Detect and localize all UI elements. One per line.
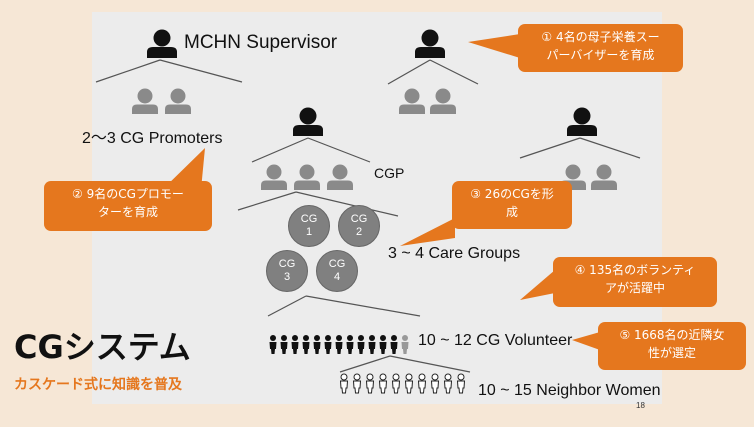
- care-group-circle: CG 1: [288, 205, 330, 247]
- callout-pointers: [160, 34, 600, 350]
- promoter-group-icon: [132, 88, 158, 114]
- neighbors-label: 10 ~ 15 Neighbor Women: [478, 382, 661, 399]
- promoter-icon: [567, 107, 597, 136]
- neighbor-women-row-icon: [340, 373, 465, 394]
- supervisor-icon: [147, 29, 177, 58]
- cgp-group-icon: [261, 164, 287, 190]
- page-subtitle: カスケード式に知識を普及: [14, 377, 182, 393]
- care-groups-label: 3 ~ 4 Care Groups: [388, 245, 521, 262]
- page-number: 18: [636, 401, 645, 410]
- promoter-group-icon: [399, 88, 425, 114]
- promoter-group-icon: [430, 88, 456, 114]
- cgp-label: CGP: [374, 165, 405, 181]
- care-group-circle: CG 4: [316, 250, 358, 292]
- supervisor-icon: [415, 29, 445, 58]
- connector-lines: [95, 59, 641, 373]
- cgp-group-icon: [294, 164, 320, 190]
- callout-promoters: ② 9名のCGプロモー ターを育成: [44, 181, 212, 231]
- supervisor-label: MCHN Supervisor: [184, 32, 338, 53]
- callout-neighbors: ⑤ 1668名の近隣女 性が選定: [598, 322, 746, 370]
- callout-supervisors: ① 4名の母子栄養スー パーバイザーを育成: [518, 24, 683, 72]
- promoters-label: 2～3 CG Promoters: [82, 130, 223, 147]
- care-group-circle: CG 3: [266, 250, 308, 292]
- cgp-group-icon: [327, 164, 353, 190]
- callout-care-groups: ③ 26のCGを形 成: [452, 181, 572, 229]
- volunteers-label: 10 ~ 12 CG Volunteer: [418, 332, 573, 349]
- care-group-circle: CG 2: [338, 205, 380, 247]
- page-title: CGシステム: [14, 328, 191, 366]
- cgp-group-icon: [591, 164, 617, 190]
- promoter-group-icon: [165, 88, 191, 114]
- callout-volunteers: ④ 135名のボランティ アが活躍中: [553, 257, 717, 307]
- promoter-icon: [293, 107, 323, 136]
- volunteer-row-icon: [269, 335, 409, 354]
